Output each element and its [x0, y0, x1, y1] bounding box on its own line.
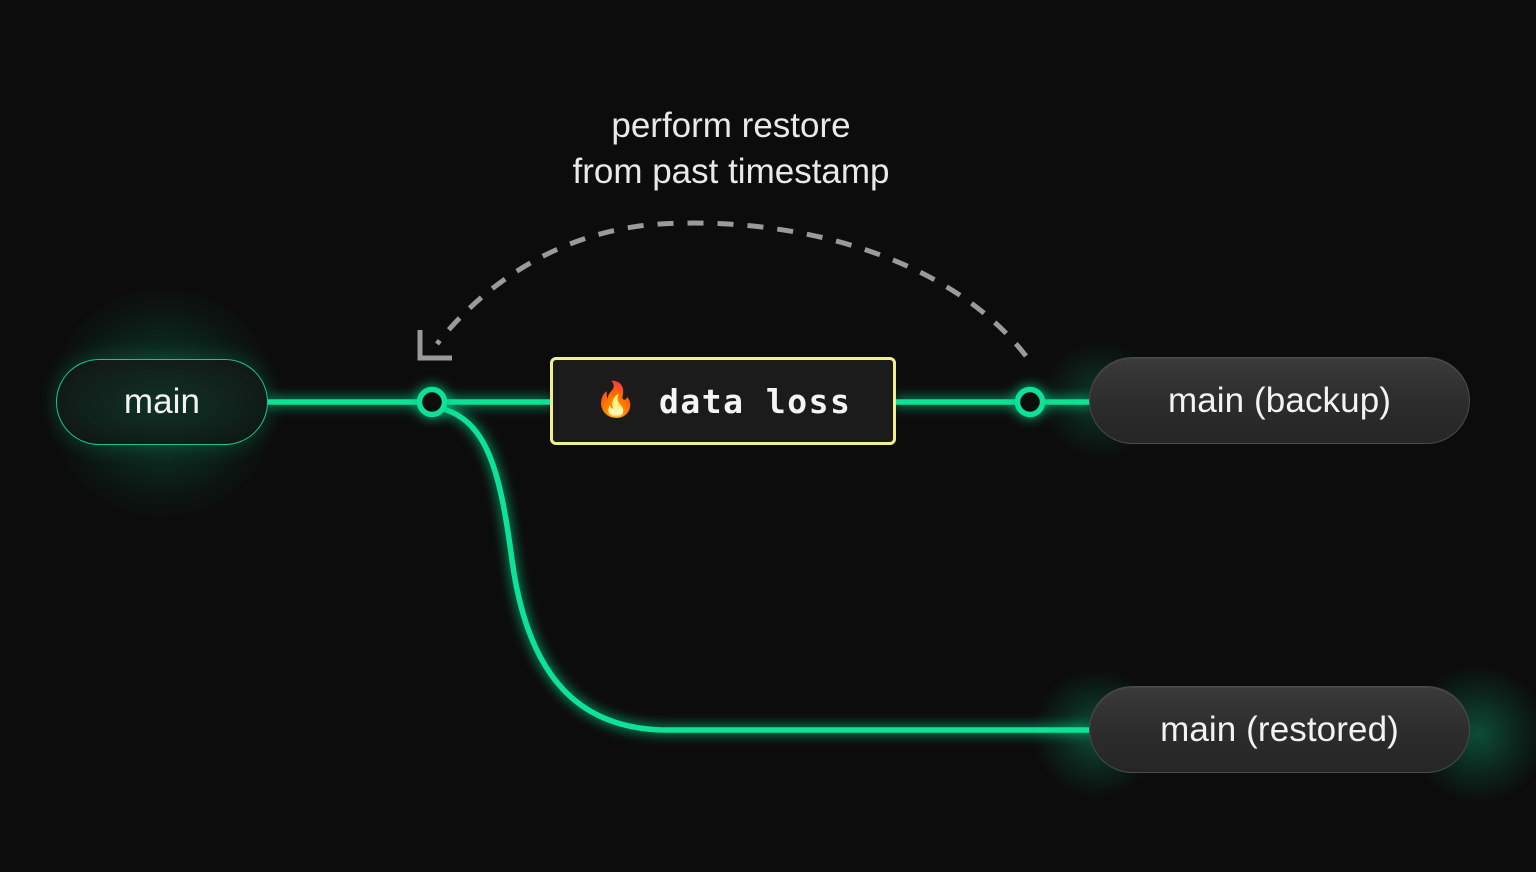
data-loss-label: data loss	[659, 381, 852, 421]
restore-annotation-label: perform restore from past timestamp	[0, 103, 1462, 195]
node-main-backup[interactable]: main (backup)	[1089, 357, 1470, 444]
node-main-backup-label: main (backup)	[1167, 380, 1392, 420]
annotation-line-2: from past timestamp	[572, 152, 890, 191]
node-main[interactable]: main	[56, 359, 268, 445]
annotation-line-1: perform restore	[611, 106, 851, 145]
edge-branch-to-restored	[437, 405, 1092, 733]
restore-arrow-arc	[435, 220, 1028, 358]
restore-arrow-head	[417, 330, 452, 361]
branch-point-left	[416, 386, 448, 418]
node-main-restored[interactable]: main (restored)	[1089, 686, 1470, 773]
node-main-label: main	[123, 382, 201, 421]
node-main-restored-label: main (restored)	[1160, 709, 1399, 749]
fire-icon: 🔥	[594, 381, 638, 419]
data-loss-box: 🔥 data loss	[550, 357, 896, 445]
restore-point-right	[1014, 386, 1046, 418]
